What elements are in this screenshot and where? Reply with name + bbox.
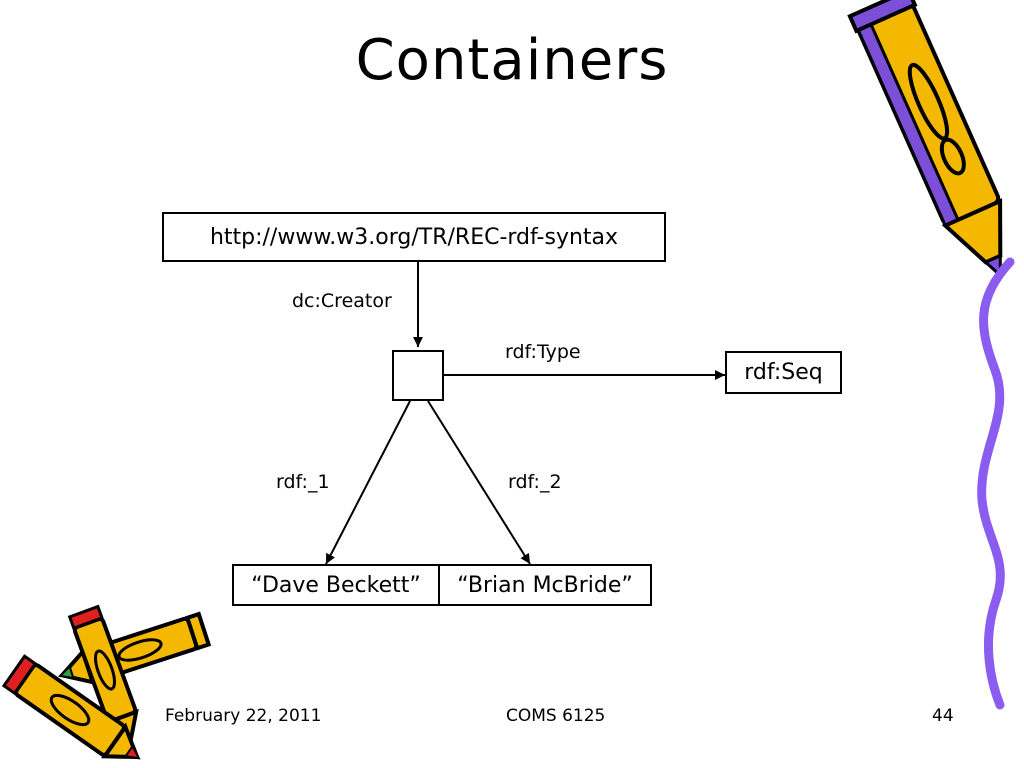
edge-first-line <box>325 400 411 565</box>
slide-title: Containers <box>355 28 669 93</box>
node-resource: http://www.w3.org/TR/REC-rdf-syntax <box>162 212 666 262</box>
footer-course: COMS 6125 <box>506 706 606 726</box>
node-blank <box>392 350 444 401</box>
footer-page-number: 44 <box>932 706 954 726</box>
edge-label-first: rdf:_1 <box>276 471 330 493</box>
pencils-icon <box>1 604 212 760</box>
edge-label-type: rdf:Type <box>505 341 581 363</box>
node-brian: “Brian McBride” <box>438 564 652 606</box>
footer-date: February 22, 2011 <box>165 706 322 726</box>
pencil-icon <box>847 0 1003 279</box>
edge-label-creator: dc:Creator <box>292 290 392 312</box>
node-dave: “Dave Beckett” <box>232 564 440 606</box>
wavy-line-icon <box>977 257 1015 710</box>
node-seq: rdf:Seq <box>725 351 842 394</box>
edge-second-line <box>427 400 531 565</box>
edge-label-second: rdf:_2 <box>508 471 562 493</box>
